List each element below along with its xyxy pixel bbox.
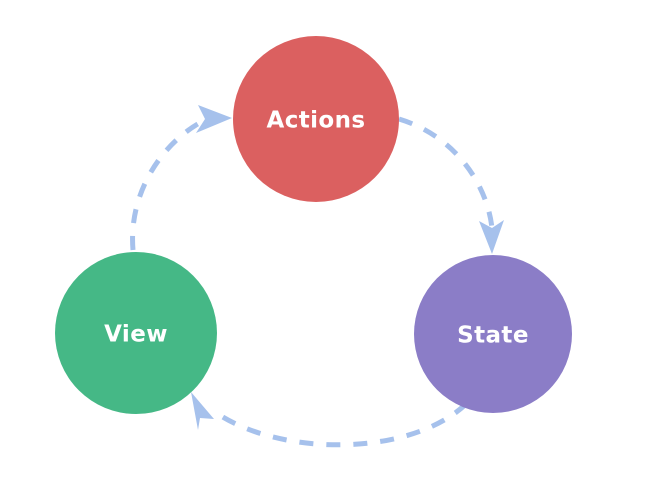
node-view-circle[interactable]	[55, 252, 217, 414]
node-view[interactable]: View	[55, 252, 217, 414]
node-actions-circle[interactable]	[233, 36, 399, 202]
arrowhead-layer	[191, 105, 504, 430]
arrowhead-into-view-icon	[191, 392, 214, 430]
arrowhead-into-actions-icon	[196, 105, 232, 133]
edge-view-to-actions	[130, 117, 207, 251]
node-state[interactable]: State	[414, 255, 572, 413]
arrowhead-into-state-icon	[479, 220, 504, 254]
node-view-label: View	[104, 322, 168, 348]
edge-actions-to-state	[398, 116, 495, 229]
node-actions-label: Actions	[267, 108, 366, 134]
node-actions[interactable]: Actions	[233, 36, 399, 202]
node-state-label: State	[457, 323, 529, 349]
edge-state-to-view	[213, 402, 468, 448]
node-state-circle[interactable]	[414, 255, 572, 413]
edge-layer	[130, 116, 495, 448]
